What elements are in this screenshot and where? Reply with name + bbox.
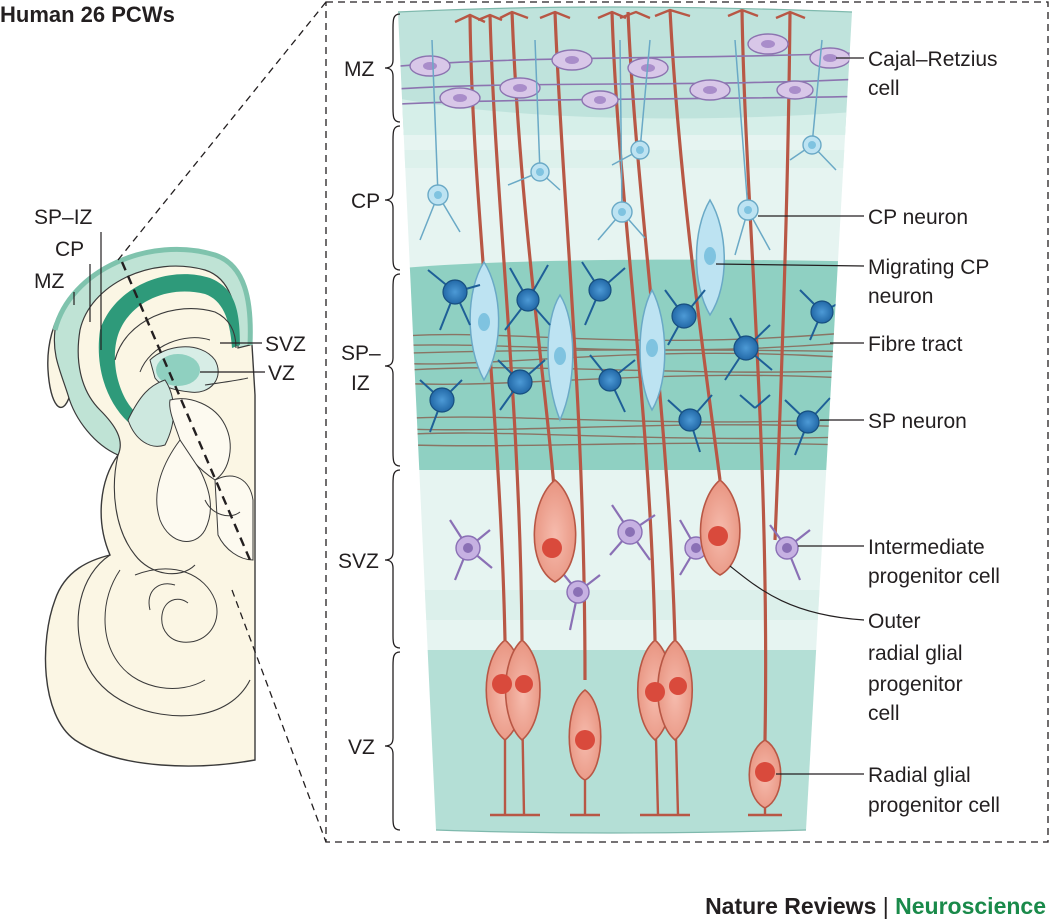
left-label-vz: VZ [268, 362, 295, 385]
callout-fibre-tract: Fibre tract [868, 333, 963, 356]
zone-labels: MZ CP SP– IZ SVZ VZ [338, 58, 381, 759]
callout-intermediate-1: Intermediate [868, 536, 985, 559]
outer-radial-glial-cells [533, 478, 741, 583]
callout-intermediate-2: progenitor cell [868, 565, 1000, 588]
zoom-guide-top [117, 1, 327, 261]
cp-neurons [419, 39, 837, 256]
callout-cajal-retzius-2: cell [868, 77, 900, 100]
credit-subject: Neuroscience [895, 893, 1046, 919]
figure-title: Human 26 PCWs [0, 2, 175, 27]
cortical-column [398, 7, 852, 833]
left-label-svz: SVZ [265, 333, 306, 356]
zone-label-sp-iz-1: SP– [341, 342, 381, 365]
callout-radial-glial-1: Radial glial [868, 764, 971, 787]
zone-label-cp: CP [351, 190, 380, 213]
left-labels: SP–IZ CP MZ SVZ VZ [34, 206, 306, 385]
radial-glial-cells [485, 638, 782, 809]
callout-outer-rg-2: radial glial [868, 642, 963, 665]
zoom-guide-bottom [231, 589, 327, 843]
callout-labels: Cajal–Retzius cell CP neuron Migrating C… [868, 48, 1000, 817]
callout-outer-rg-4: cell [868, 702, 900, 725]
left-label-mz: MZ [34, 270, 64, 293]
intermediate-progenitor-cells [449, 504, 811, 631]
fibre-tract [398, 329, 852, 447]
callout-cp-neuron: CP neuron [868, 206, 968, 229]
zone-braces [384, 13, 401, 831]
left-label-sp-iz: SP–IZ [34, 206, 93, 229]
zone-label-sp-iz-2: IZ [351, 372, 370, 395]
callout-leaders [715, 57, 865, 775]
credit-journal: Nature Reviews [705, 893, 876, 919]
brain-section [44, 246, 256, 767]
zone-label-svz: SVZ [338, 550, 379, 573]
left-label-cp: CP [55, 238, 84, 261]
callout-outer-rg-1: Outer [868, 610, 921, 633]
zoom-panel-frame [325, 1, 1049, 843]
zone-label-mz: MZ [344, 58, 374, 81]
credit-separator: | [876, 893, 895, 919]
callout-migrating-cp-2: neuron [868, 285, 933, 308]
callout-radial-glial-2: progenitor cell [868, 794, 1000, 817]
band-vz [398, 650, 852, 833]
callout-sp-neuron: SP neuron [868, 410, 967, 433]
journal-credit: Nature Reviews | Neuroscience [705, 893, 1046, 919]
band-svz [398, 470, 852, 650]
migrating-cp-neurons [469, 198, 725, 422]
zone-label-vz: VZ [348, 736, 375, 759]
callout-migrating-cp-1: Migrating CP [868, 256, 989, 279]
sp-neurons [419, 261, 846, 456]
callout-cajal-retzius-1: Cajal–Retzius [868, 48, 998, 71]
callout-outer-rg-3: progenitor [868, 673, 963, 696]
